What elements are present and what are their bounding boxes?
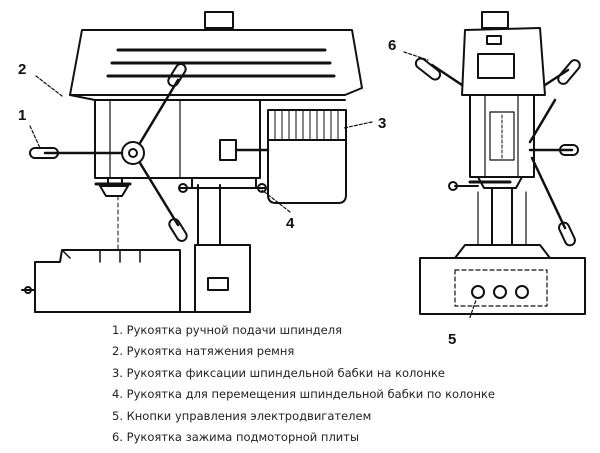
callout-1: 1 (18, 107, 26, 124)
legend-item-4: 4. Рукоятка для перемещения шпиндельной … (112, 387, 495, 402)
side-top-stub (204, 11, 234, 29)
feed-lever-1-grip (29, 147, 59, 159)
feed-lever-3 (138, 161, 180, 227)
leader-6 (403, 51, 429, 61)
clamp-grip-right (557, 59, 581, 85)
legend-item-2: 2. Рукоятка натяжения ремня (112, 344, 295, 359)
leader-3 (343, 121, 373, 129)
front-cover (461, 27, 546, 96)
feed-lever-3-grip (168, 218, 188, 242)
control-button-2 (493, 285, 507, 299)
clamp-handle-left (430, 63, 464, 87)
clamp-grip-left (414, 57, 442, 81)
control-panel (454, 269, 548, 307)
feed-lever-2 (138, 78, 180, 145)
legend-list: 1. Рукоятка ручной подачи шпинделя 2. Ру… (112, 320, 495, 448)
motor-fin-lines (274, 109, 339, 141)
spindle-head (94, 99, 261, 179)
base-knob-end (24, 286, 32, 294)
column-collar (191, 177, 257, 189)
legend-item-6: 6. Рукоятка зажима подмоторной плиты (112, 430, 360, 445)
front-scale (489, 111, 515, 161)
control-button-3 (515, 285, 529, 299)
front-top-stub (481, 11, 509, 29)
callout-4: 4 (286, 215, 295, 232)
motor-body (267, 139, 347, 204)
front-feed-lever-up (528, 98, 557, 144)
feed-hub (121, 141, 145, 165)
front-plate (477, 53, 515, 79)
front-feed-grip-down (558, 221, 576, 247)
leader-5 (469, 299, 477, 318)
callout-5: 5 (448, 331, 457, 348)
callout-6: 6 (388, 37, 396, 54)
front-view (403, 11, 586, 318)
feed-hub-center (128, 148, 138, 158)
front-base (419, 257, 586, 315)
leader-2 (35, 75, 63, 97)
base-table (34, 249, 181, 313)
front-badge (486, 35, 502, 45)
vent-slots (106, 48, 336, 78)
legend-item-1: 1. Рукоятка ручной подачи шпинделя (112, 323, 343, 337)
drill-press-diagram: 1 2 3 4 6 (18, 11, 586, 318)
belt-guard (69, 29, 363, 96)
front-pedestal-top (454, 244, 551, 259)
front-feed-lever-down (530, 156, 567, 230)
front-crank-knob (448, 181, 458, 191)
clamp-handle-right (543, 68, 570, 87)
front-chuck (477, 176, 523, 189)
feed-lever-2-grip (167, 63, 187, 87)
chuck (99, 185, 129, 197)
callout-2: 2 (18, 61, 26, 78)
legend-item-3: 3. Рукоятка фиксации шпиндельной бабки н… (112, 365, 445, 380)
leader-4 (261, 189, 291, 213)
callout-3: 3 (378, 115, 386, 132)
legend-item-5: 5. Кнопки управления электродвигателем (112, 408, 372, 423)
crank-knob-left (178, 183, 188, 193)
lock-block (219, 139, 237, 161)
side-view (21, 11, 373, 313)
motor-fins (267, 109, 347, 141)
pedestal-button (207, 277, 229, 291)
leader-1 (29, 125, 41, 149)
control-button-1 (471, 285, 485, 299)
front-feed-grip (559, 144, 579, 156)
crank-knob-right (257, 183, 267, 193)
